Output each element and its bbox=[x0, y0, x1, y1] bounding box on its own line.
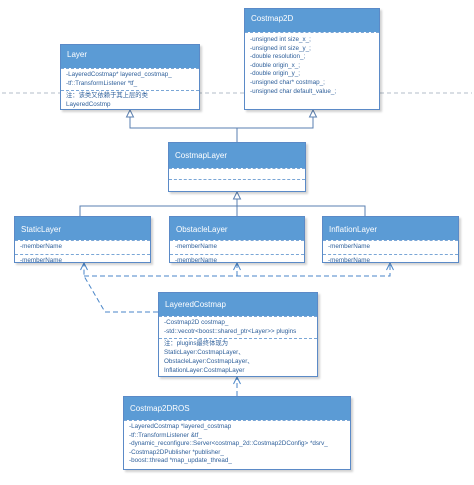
class-layeredcostmap-note: 注：plugins最终体现为 StaticLayer:CostmapLayer、… bbox=[159, 338, 317, 377]
class-inflationlayer-methods: -memberName bbox=[323, 253, 458, 268]
inherit-arrow-costmap2d bbox=[308, 108, 318, 118]
inherit-costmaplayer-costmap2d bbox=[237, 112, 314, 129]
note-line: 注：该类又依赖于其上层的类 bbox=[66, 92, 148, 100]
class-inflationlayer[interactable]: InflationLayer -memberName -memberName bbox=[322, 216, 459, 264]
class-costmap2dros-members: -LayeredCostmap *layered_costmap -tf::Tr… bbox=[124, 420, 350, 468]
arrowhead-ros-layered bbox=[233, 375, 241, 385]
class-costmaplayer-members bbox=[169, 168, 305, 179]
member-row: -std::vecotr<boost::shared_ptr<Layer>> p… bbox=[164, 327, 297, 335]
arrowhead-static bbox=[80, 261, 88, 271]
class-costmap2d-title: Costmap2D bbox=[245, 9, 379, 32]
member-row: -double origin_x_; bbox=[250, 61, 301, 69]
note-line: InflationLayer:CostmapLayer bbox=[164, 366, 245, 374]
class-staticlayer[interactable]: StaticLayer -memberName -memberName bbox=[14, 216, 151, 264]
note-line: 注：plugins最终体现为 bbox=[164, 340, 229, 348]
class-obstaclelayer-members: -memberName bbox=[170, 240, 304, 254]
arrowhead-inflation bbox=[386, 261, 394, 271]
inherit-arrow-layer bbox=[125, 108, 135, 118]
class-layer[interactable]: Layer -LayeredCostmap* layered_costmap_ … bbox=[60, 44, 200, 110]
dependency-static-layered bbox=[83, 264, 158, 313]
class-costmap2d[interactable]: Costmap2D -unsigned int size_x_; -unsign… bbox=[244, 8, 380, 110]
inherit-costmaplayer-layer bbox=[129, 112, 238, 142]
class-costmap2dros[interactable]: Costmap2DROS -LayeredCostmap *layered_co… bbox=[123, 396, 351, 470]
class-costmaplayer-title: CostmapLayer bbox=[169, 143, 305, 168]
note-line: LayeredCostmp bbox=[66, 100, 111, 108]
class-staticlayer-title: StaticLayer bbox=[15, 217, 150, 240]
note-line: ObstacleLayer:CostmapLayer、 bbox=[164, 357, 254, 365]
member-row: -double resolution_; bbox=[250, 53, 306, 61]
arrowhead-obstacle bbox=[233, 261, 241, 271]
note-line: StaticLayer:CostmapLayer、 bbox=[164, 348, 245, 356]
dependency-inflation-layered bbox=[84, 264, 391, 277]
class-layer-title: Layer bbox=[61, 45, 199, 68]
class-layeredcostmap-members: -Costmap2D costmap_ -std::vecotr<boost::… bbox=[159, 316, 317, 338]
inherit-arrow-costmaplayer bbox=[232, 190, 242, 200]
member-row: -Costmap2D costmap_ bbox=[164, 319, 229, 326]
class-layer-members: -LayeredCostmap* layered_costmap_ -tf::T… bbox=[61, 68, 199, 90]
member-row: -memberName bbox=[175, 243, 217, 250]
class-staticlayer-methods: -memberName bbox=[15, 253, 150, 268]
member-row: -boost::thread *map_update_thread_ bbox=[129, 457, 232, 465]
class-inflationlayer-members: -memberName bbox=[323, 240, 458, 254]
member-row: -Costmap2DPublisher *publisher_ bbox=[129, 448, 224, 456]
member-row: -unsigned int size_x_; bbox=[250, 36, 311, 43]
member-row: -memberName bbox=[20, 243, 62, 250]
class-layeredcostmap-title: LayeredCostmap bbox=[159, 293, 317, 316]
class-layeredcostmap[interactable]: LayeredCostmap -Costmap2D costmap_ -std:… bbox=[158, 292, 318, 377]
class-inflationlayer-title: InflationLayer bbox=[323, 217, 458, 240]
class-obstaclelayer-methods: -memberName bbox=[170, 253, 304, 268]
member-row: -tf::TransformListener &tf_ bbox=[129, 431, 202, 439]
class-costmap2dros-title: Costmap2DROS bbox=[124, 397, 350, 420]
member-row: -tf::TransformListener *tf_ bbox=[66, 79, 138, 87]
member-row: -dynamic_reconfigure::Server<costmap_2d:… bbox=[129, 440, 328, 448]
class-costmap2d-members: -unsigned int size_x_; -unsigned int siz… bbox=[245, 32, 379, 98]
member-row: -LayeredCostmap* layered_costmap_ bbox=[66, 71, 172, 78]
class-obstaclelayer[interactable]: ObstacleLayer -memberName -memberName bbox=[169, 216, 305, 264]
class-costmaplayer-methods bbox=[169, 179, 305, 191]
method-row: -memberName bbox=[20, 256, 62, 264]
member-row: -memberName bbox=[328, 243, 370, 250]
inherit-layers-costmaplayer bbox=[79, 205, 366, 216]
method-row: -memberName bbox=[175, 256, 217, 264]
method-row: -memberName bbox=[328, 256, 370, 264]
class-obstaclelayer-title: ObstacleLayer bbox=[170, 217, 304, 240]
member-row: -LayeredCostmap *layered_costmap bbox=[129, 423, 232, 430]
member-row: -unsigned char default_value_; bbox=[250, 87, 337, 95]
member-row: -unsigned char* costmap_; bbox=[250, 78, 325, 86]
class-costmaplayer[interactable]: CostmapLayer bbox=[168, 142, 306, 192]
class-staticlayer-members: -memberName bbox=[15, 240, 150, 254]
class-layer-note: 注：该类又依赖于其上层的类 LayeredCostmp bbox=[61, 90, 199, 112]
member-row: -unsigned int size_y_; bbox=[250, 44, 311, 52]
member-row: -double origin_y_; bbox=[250, 70, 301, 78]
